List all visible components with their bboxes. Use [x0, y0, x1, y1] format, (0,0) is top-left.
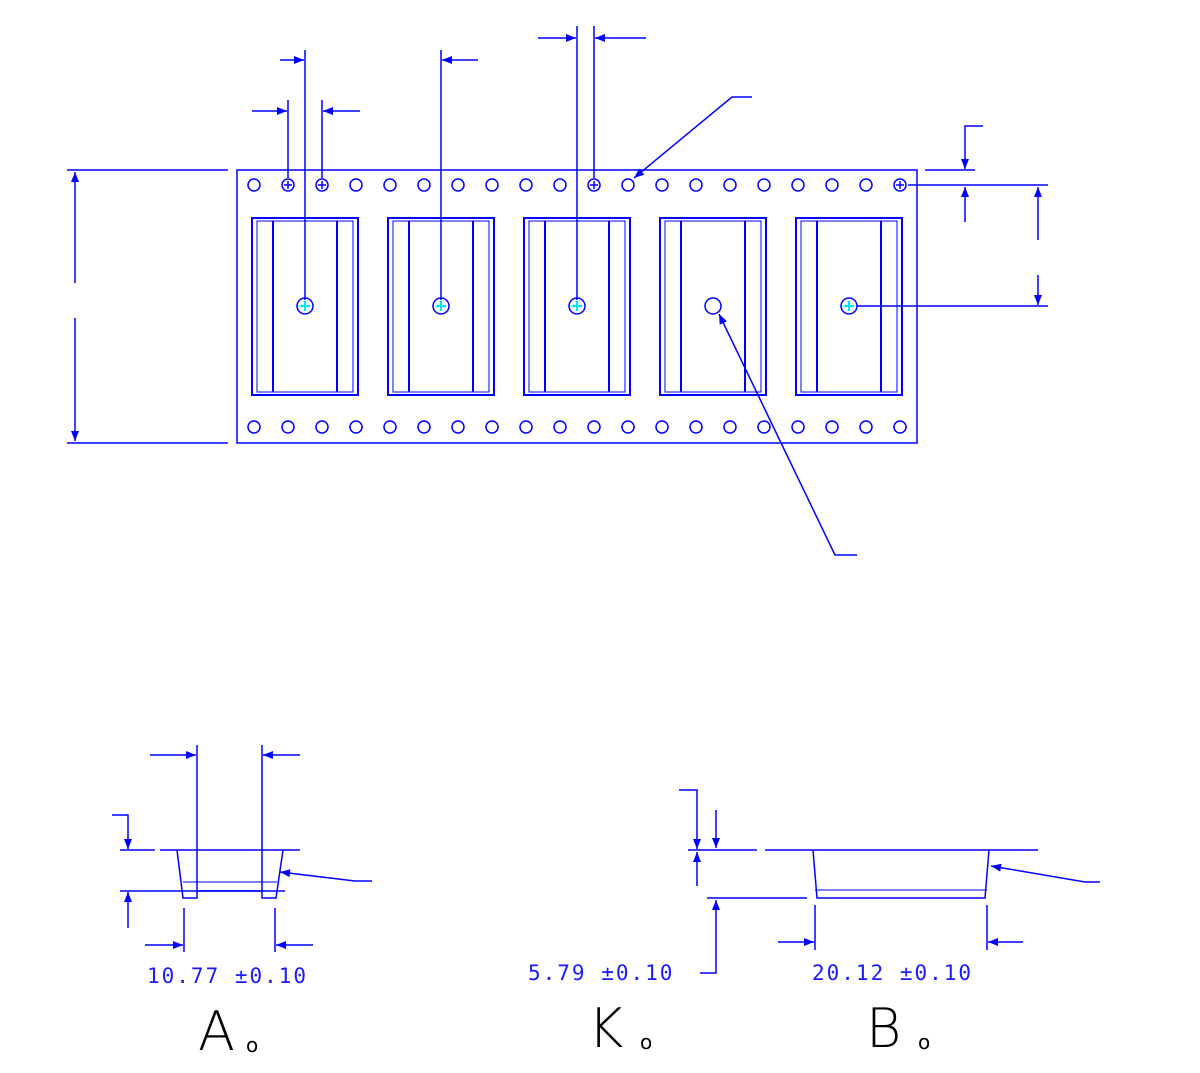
pocket-center-hole: [704, 297, 722, 315]
sprocket-hole: [451, 178, 465, 192]
sprocket-hole: [519, 178, 533, 192]
sprocket-hole: [315, 420, 329, 434]
sprocket-hole: [689, 178, 703, 192]
sprocket-hole: [553, 178, 567, 192]
sprocket-hole: [655, 178, 669, 192]
sprocket-hole: [247, 420, 261, 434]
k0-dimension-value: 5.79 ±0.10: [528, 961, 674, 985]
sprocket-hole: [859, 178, 873, 192]
center-mark-icon: [572, 301, 582, 311]
center-mark-icon: [300, 301, 310, 311]
sprocket-hole: [349, 178, 363, 192]
section-k0-b0: 5.79 ±0.10 K o 20.12 ±0.10 B o: [528, 789, 1100, 1060]
sprocket-hole: [383, 178, 397, 192]
sprocket-hole: [383, 420, 397, 434]
sprocket-hole: [281, 420, 295, 434]
sprocket-hole: [451, 420, 465, 434]
sprocket-hole: [247, 178, 261, 192]
hole-center-mark-icon: [284, 181, 292, 189]
sprocket-hole: [757, 420, 771, 434]
sprocket-hole: [315, 178, 329, 192]
a0-dimension-value: 10.77 ±0.10: [147, 964, 308, 988]
sprocket-hole: [281, 178, 295, 192]
sprocket-hole: [757, 178, 771, 192]
sprocket-holes: [247, 178, 907, 434]
sprocket-hole: [723, 420, 737, 434]
sprocket-hole: [825, 420, 839, 434]
sprocket-hole: [485, 420, 499, 434]
hole-center-mark-icon: [318, 181, 326, 189]
sprocket-hole: [655, 420, 669, 434]
sprocket-hole: [893, 420, 907, 434]
top-dimension-lines: [67, 26, 1048, 556]
b0-dimension-value: 20.12 ±0.10: [812, 961, 973, 985]
sprocket-hole: [825, 178, 839, 192]
sprocket-hole: [893, 178, 907, 192]
sprocket-hole: [485, 178, 499, 192]
center-mark-icon: [844, 301, 854, 311]
sprocket-hole: [587, 178, 601, 192]
sprocket-hole: [859, 420, 873, 434]
sprocket-hole: [621, 420, 635, 434]
sprocket-hole: [553, 420, 567, 434]
b0-label: B: [866, 997, 901, 1060]
center-mark-icon: [436, 301, 446, 311]
k0-label: K: [588, 997, 623, 1060]
k0-subscript: o: [640, 1030, 652, 1054]
sprocket-hole: [417, 178, 431, 192]
sprocket-hole: [417, 420, 431, 434]
sprocket-hole: [689, 420, 703, 434]
pocket: [659, 217, 767, 396]
sprocket-hole: [587, 420, 601, 434]
sprocket-hole: [791, 420, 805, 434]
section-a0: 10.77 ±0.10 A o: [112, 745, 372, 1063]
a0-label: A: [198, 1000, 235, 1063]
sprocket-hole: [791, 178, 805, 192]
sprocket-hole: [519, 420, 533, 434]
sprocket-hole: [349, 420, 363, 434]
a0-subscript: o: [246, 1033, 258, 1057]
sprocket-hole: [723, 178, 737, 192]
hole-center-mark-icon: [590, 181, 598, 189]
b0-subscript: o: [918, 1030, 930, 1054]
hole-center-mark-icon: [896, 181, 904, 189]
sprocket-hole: [621, 178, 635, 192]
